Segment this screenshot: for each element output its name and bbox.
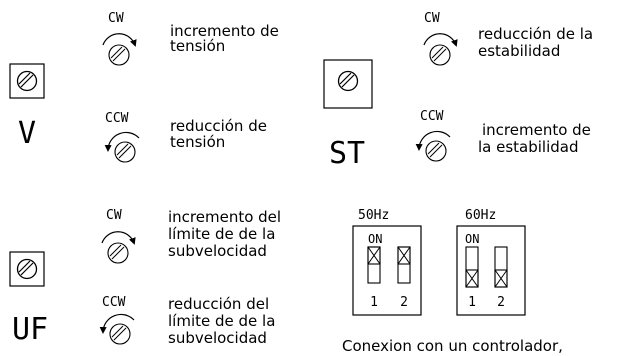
uf-cw-desc-line2: límite de de la — [168, 225, 275, 243]
pot-uf-frame — [9, 251, 45, 287]
pot-uf-knob-icon — [16, 258, 38, 280]
knob-icon — [108, 44, 130, 66]
uf-cw-desc-line1: incremento del — [168, 208, 281, 226]
v-ccw-desc-line2: tensión — [170, 133, 225, 151]
counterclockwise-arrow-icon — [104, 131, 140, 152]
dip-switch-60hz: 60Hz ON 1 2 — [456, 208, 526, 316]
dir-cw-label: CW — [106, 208, 122, 223]
dir-cw-label: CW — [424, 11, 440, 26]
dip-60hz-frame — [456, 225, 526, 316]
pot-uf-ccw: CCW reducción del límite de de la subvel… — [99, 295, 275, 347]
v-ccw-desc-line1: reducción de — [170, 117, 267, 135]
dip-60hz-switch-2 — [494, 246, 508, 288]
pot-v-cw: CW incremento de tensión — [102, 11, 279, 66]
knob-icon — [107, 242, 129, 264]
clockwise-arrow-icon — [101, 231, 136, 245]
dip-60hz-pos-1: 1 — [468, 295, 476, 310]
pot-st-knob-icon — [337, 70, 359, 92]
uf-cw-desc-line3: subvelocidad — [168, 242, 267, 260]
knob-icon — [425, 140, 447, 162]
knob-icon — [114, 141, 136, 163]
knob-icon — [429, 44, 451, 66]
clockwise-arrow-icon — [423, 33, 458, 47]
uf-ccw-desc-line3: subvelocidad — [168, 329, 267, 347]
pot-st: ST — [323, 59, 373, 171]
pot-v-knob-icon — [16, 70, 38, 92]
knob-icon — [109, 323, 131, 345]
dip-50hz-freq: 50Hz — [358, 208, 389, 223]
dip-50hz-pos-1: 1 — [370, 295, 378, 310]
pot-st-label: ST — [329, 136, 365, 171]
pot-st-ccw: CCW incremento de la estabilidad — [415, 109, 591, 162]
pot-st-frame — [323, 59, 373, 109]
st-cw-desc-line2: estabilidad — [478, 42, 560, 60]
pot-v: V — [9, 63, 45, 151]
v-cw-desc-line1: incremento de — [170, 22, 279, 40]
clockwise-arrow-icon — [102, 33, 137, 47]
dip-switch-50hz: 50Hz ON 1 2 — [352, 208, 422, 316]
pot-v-ccw: CCW reducción de tensión — [104, 111, 267, 163]
pot-uf-label: UF — [12, 312, 48, 347]
counterclockwise-arrow-icon — [415, 130, 451, 151]
st-ccw-desc-line1: incremento de — [482, 121, 591, 139]
dip-60hz-freq: 60Hz — [465, 208, 496, 223]
dip-60hz-switch-1 — [465, 246, 479, 288]
pot-uf-cw: CW incremento del límite de de la subvel… — [101, 208, 281, 264]
caption: Conexion con un controlador, — [342, 337, 563, 355]
pot-uf: UF — [9, 251, 48, 347]
dip-60hz-pos-2: 2 — [497, 295, 505, 310]
dip-60hz-on-label: ON — [465, 232, 479, 246]
dir-cw-label: CW — [108, 11, 124, 26]
dir-ccw-label: CCW — [102, 295, 126, 310]
pot-v-label: V — [18, 116, 36, 151]
uf-ccw-desc-line2: límite de de la — [168, 312, 275, 330]
dir-ccw-label: CCW — [420, 109, 444, 124]
dip-50hz-pos-2: 2 — [400, 295, 408, 310]
dip-50hz-switch-2 — [397, 246, 411, 284]
uf-ccw-desc-line1: reducción del — [168, 295, 269, 313]
st-cw-desc-line1: reducción de la — [478, 25, 593, 43]
dip-50hz-frame — [352, 225, 422, 316]
pot-v-frame — [9, 63, 45, 99]
dip-50hz-switch-1 — [367, 246, 381, 284]
pot-st-cw: CW reducción de la estabilidad — [423, 11, 593, 66]
st-ccw-desc-line2: la estabilidad — [478, 138, 579, 156]
dir-ccw-label: CCW — [105, 111, 129, 126]
v-cw-desc-line2: tensión — [170, 37, 225, 55]
dip-50hz-on-label: ON — [368, 232, 382, 246]
counterclockwise-arrow-icon — [99, 313, 135, 334]
